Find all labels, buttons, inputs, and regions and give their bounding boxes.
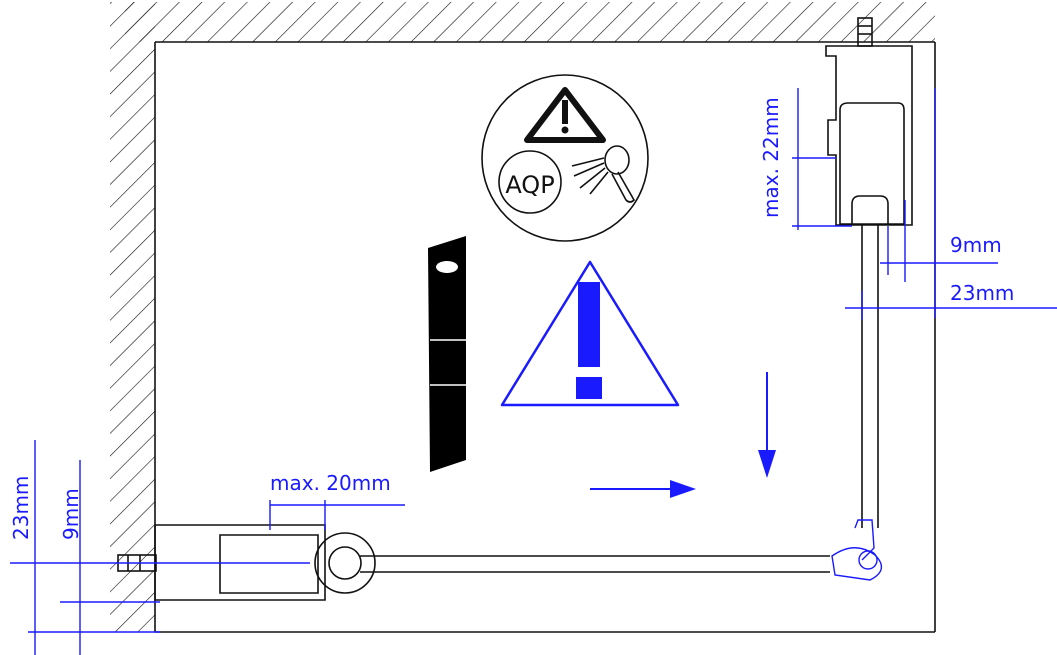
- dimension-23mm-right: 23mm: [845, 281, 1057, 320]
- label-23mm-left: 23mm: [9, 476, 33, 540]
- arrow-right-icon: [590, 480, 696, 498]
- aqp-badge: AQP: [481, 74, 649, 242]
- wall-hatching: [110, 2, 935, 632]
- warning-triangle-icon: [524, 87, 606, 143]
- shower-panel: [428, 236, 466, 472]
- dimension-23mm-left: 23mm: [9, 440, 310, 655]
- vertical-glass-panel: [861, 225, 879, 528]
- large-warning-icon: [500, 260, 680, 407]
- dimension-9mm-left: 9mm: [59, 460, 160, 655]
- shower-head-icon: [571, 145, 635, 203]
- label-max-20: max. 20mm: [270, 471, 391, 495]
- dimension-max-20: max. 20mm: [269, 471, 405, 530]
- arrow-down-icon: [758, 372, 776, 478]
- right-wall-profile: [825, 17, 913, 226]
- aqp-logo: [498, 150, 562, 214]
- corner-seal: [831, 519, 883, 581]
- label-9mm-left: 9mm: [59, 488, 83, 540]
- dimension-max-22: max. 22mm: [759, 88, 852, 230]
- dimension-9mm-right: 9mm: [880, 88, 1002, 318]
- label-max-22: max. 22mm: [759, 97, 783, 218]
- aqp-label: AQP: [505, 171, 554, 199]
- label-9mm-right: 9mm: [950, 233, 1002, 257]
- label-23mm-right: 23mm: [950, 281, 1014, 305]
- horizontal-glass-panel: [360, 555, 830, 573]
